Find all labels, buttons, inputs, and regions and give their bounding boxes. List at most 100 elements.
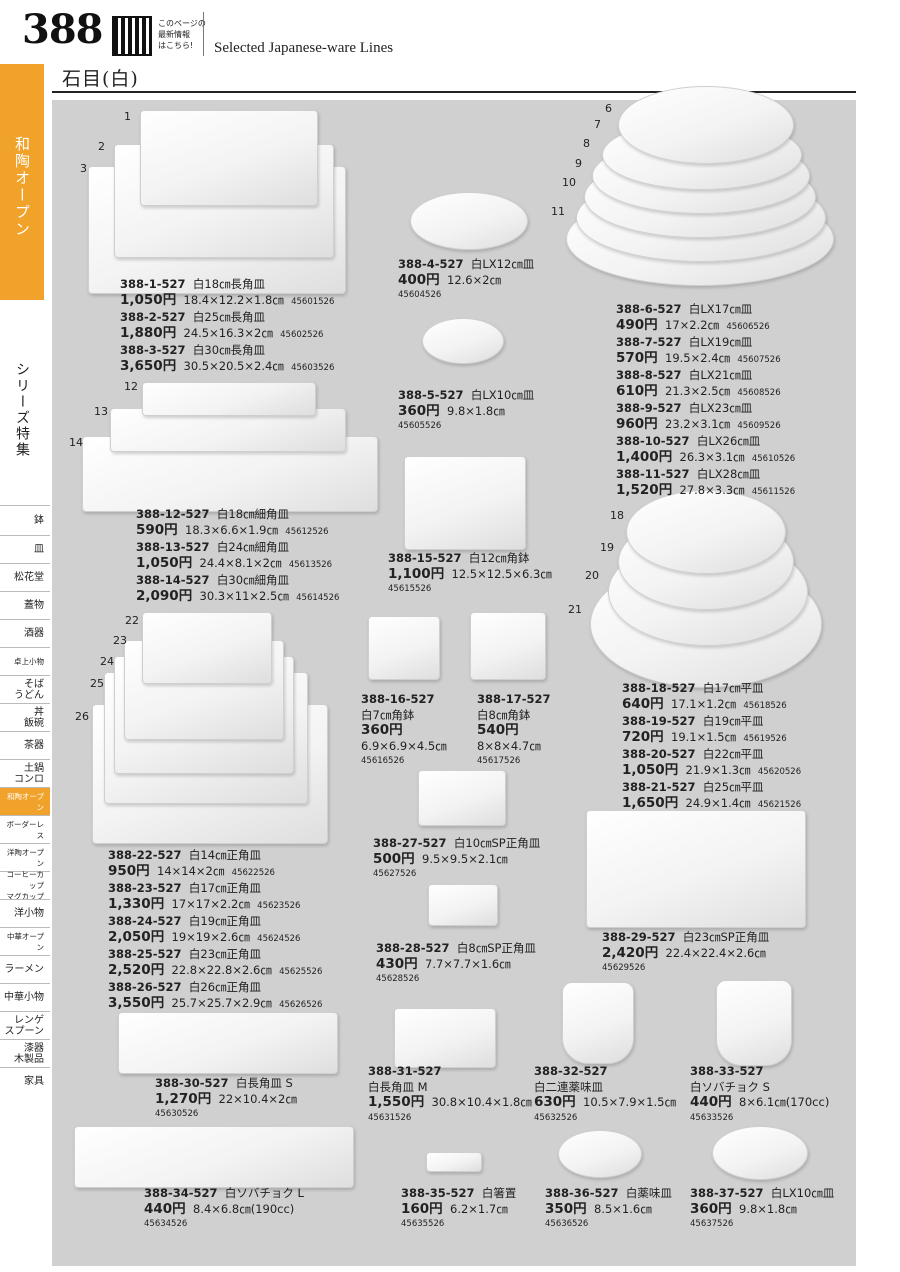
product-price: 400円 [398,271,440,288]
product-image [404,456,526,550]
product-size: 22.4×22.4×2.6㎝ [665,945,766,960]
figure-number: 19 [600,541,614,554]
figure-number: 2 [98,140,105,153]
product-name: 白箸置 [481,1186,517,1200]
product-name: 白LX26㎝皿 [696,434,761,448]
product-name: 白LX17㎝皿 [688,302,753,316]
product-size: 9.5×9.5×2.1㎝ [422,851,508,866]
product-name: 白LX28㎝皿 [696,467,761,481]
product-name: 白二連薬味皿 [534,1079,603,1094]
product-code: 388-24-527 [108,914,182,928]
product-jan: 45632526 [534,1112,578,1123]
product-size: 8.5×1.6㎝ [594,1201,652,1216]
product-jan: 45610526 [751,453,796,464]
product-caption: 388-18-527 白17㎝平皿 640円 17.1×1.2㎝ 4561852… [622,681,801,813]
product-name: 白ソバチョク L [224,1186,304,1200]
series-title: 石目(白) [62,68,139,90]
product-caption: 388-22-527 白14㎝正角皿 950円 14×14×2㎝ 4562252… [108,848,322,1013]
product-size: 12.5×12.5×6.3㎝ [451,566,552,581]
side-nav-item[interactable]: 松花堂 [0,563,50,591]
side-nav-item[interactable]: ラーメン [0,955,50,983]
side-nav-item[interactable]: そば うどん [0,675,50,703]
product-size: 9.8×1.8㎝ [447,403,505,418]
product-price: 360円 [361,722,403,738]
product-size: 17.1×1.2㎝ [671,696,737,711]
product-price: 500円 [373,850,415,867]
side-nav-item[interactable]: 中華小物 [0,983,50,1011]
side-nav-item[interactable]: 漆器 木製品 [0,1039,50,1067]
product-name: 白薬味皿 [625,1186,672,1200]
product-price: 630円 [534,1094,576,1110]
product-jan: 45615526 [388,584,432,594]
product-size: 8×6.1㎝(170cc) [739,1095,830,1109]
figure-number: 25 [90,677,104,690]
product-code: 388-33-527 [690,1064,764,1078]
side-nav-item[interactable]: 鉢 [0,505,50,535]
product-price: 590円 [136,521,178,538]
product-price: 160円 [401,1200,443,1217]
qr-code-icon[interactable] [112,16,152,56]
product-code: 388-30-527 [155,1076,229,1090]
product-code: 388-1-527 [120,277,186,291]
product-size: 7.7×7.7×1.6㎝ [425,956,511,971]
product-jan: 45614526 [296,592,340,603]
product-name: 白LX21㎝皿 [688,368,753,382]
side-nav-item[interactable]: 皿 [0,535,50,563]
product-jan: 45608526 [737,387,781,398]
side-nav-item[interactable]: 洋小物 [0,899,50,927]
product-code: 388-20-527 [622,747,696,761]
side-nav-item[interactable]: レンゲ スプーン [0,1011,50,1039]
side-nav-item[interactable]: 丼 飯碗 [0,703,50,731]
product-size: 18.4×12.2×1.8㎝ [183,292,284,307]
figure-number: 18 [610,509,624,522]
product-jan: 45609526 [737,420,781,431]
side-nav-item[interactable]: 洋陶オープン [0,843,50,871]
product-price: 1,520円 [616,481,673,498]
product-price: 2,520円 [108,961,165,978]
product-jan: 45637526 [690,1219,734,1229]
category-tab-label: 和陶オープン [13,136,31,238]
side-nav-item[interactable]: コーヒーカップ マグカップ [0,870,50,901]
product-code: 388-3-527 [120,343,186,357]
side-nav-item[interactable]: 土鍋 コンロ [0,759,50,787]
product-image [410,192,528,250]
product-image [394,1008,496,1068]
product-code: 388-23-527 [108,881,182,895]
product-jan: 45616526 [361,756,405,766]
product-size: 23.2×3.1㎝ [665,416,731,431]
product-size: 8.4×6.8㎝(190cc) [193,1201,295,1216]
product-price: 1,050円 [136,554,193,571]
product-caption: 388-28-527 白8㎝SP正角皿 430円 7.7×7.7×1.6㎝ 45… [376,941,536,988]
product-price: 1,330円 [108,895,165,912]
side-nav-item[interactable]: 茶器 [0,731,50,759]
product-caption: 388-1-527 白18㎝長角皿 1,050円 18.4×12.2×1.8㎝ … [120,277,334,376]
side-nav-item[interactable]: 酒器 [0,619,50,647]
product-entry: 388-2-527 白25㎝長角皿 [120,310,334,326]
product-size: 22.8×22.8×2.6㎝ [171,962,272,977]
figure-number: 21 [568,603,582,616]
product-name: 白ソバチョク S [690,1079,770,1094]
side-nav-item[interactable]: 卓上小物 [0,647,50,675]
product-jan: 45611526 [751,486,796,497]
figure-number: 13 [94,405,108,418]
product-image [142,382,316,416]
side-nav-item[interactable]: 中華オープン [0,927,50,955]
english-title: Selected Japanese-ware Lines [214,40,394,56]
product-price: 720円 [622,728,664,745]
product-size: 6.2×1.7㎝ [450,1201,508,1216]
product-size: 21.3×2.5㎝ [665,383,731,398]
category-tab[interactable] [0,64,44,300]
product-price: 1,100円 [388,565,445,582]
side-nav-item[interactable]: ボーダーレス [0,815,50,843]
figure-number: 12 [124,380,138,393]
side-nav-item[interactable]: 和陶オープン [0,787,50,815]
product-code: 388-14-527 [136,573,210,587]
product-jan: 45620526 [757,766,802,777]
side-nav-item[interactable]: 蓋物 [0,591,50,619]
product-name: 白17㎝正角皿 [188,881,262,895]
product-price: 3,650円 [120,357,177,374]
product-jan: 45606526 [726,321,770,332]
product-jan: 45602526 [280,329,324,340]
side-nav-item[interactable]: 家具 [0,1067,50,1095]
product-price: 570円 [616,349,658,366]
